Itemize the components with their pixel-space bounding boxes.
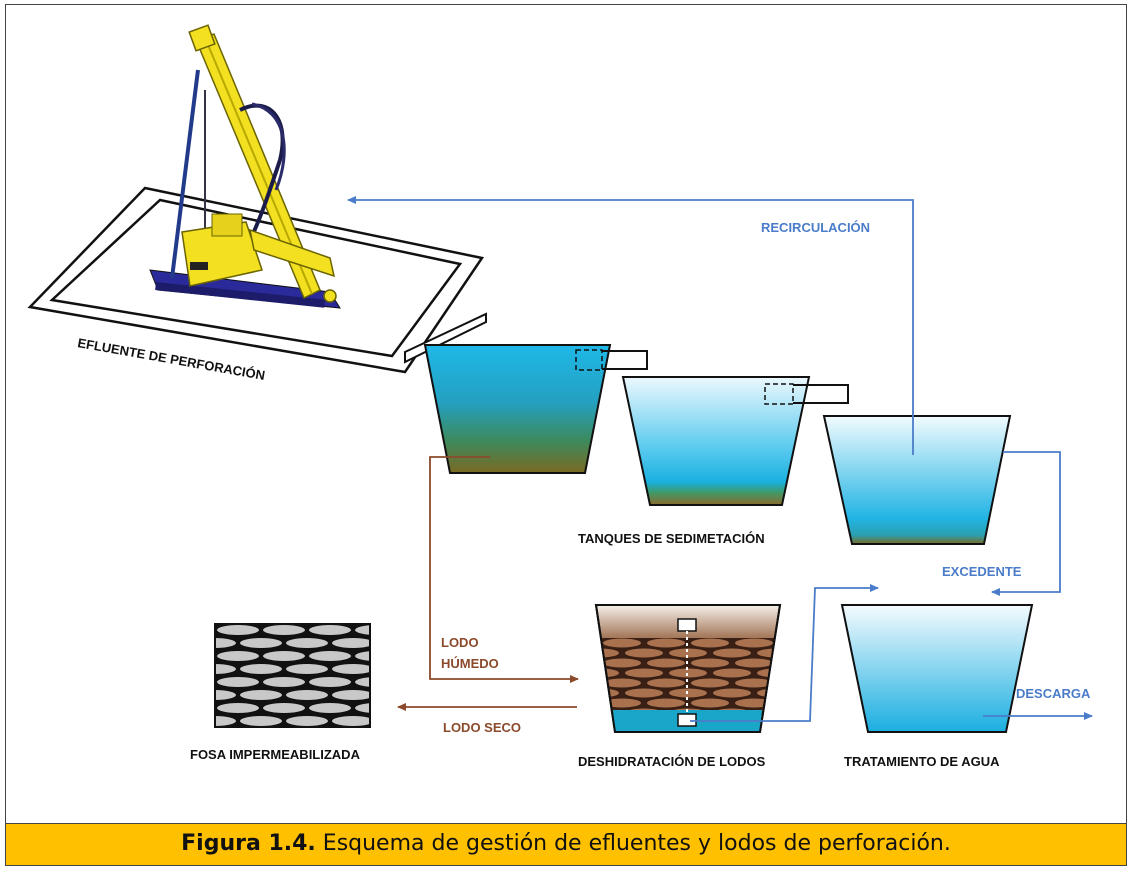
drain-water-flow-arrow: [690, 584, 879, 722]
caption-figure-number: Figura 1.4.: [181, 831, 316, 856]
sludge-dewatering-bed: [594, 604, 782, 733]
flow-lines: [347, 196, 1093, 722]
excess-flow-arrow: [991, 451, 1061, 596]
label-lodo-seco: LODO SECO: [443, 720, 521, 735]
label-recirculacion: RECIRCULACIÓN: [761, 220, 870, 235]
label-lodo-humedo-line2: HÚMEDO: [441, 656, 499, 671]
figure-caption: Figura 1.4. Esquema de gestión de efluen…: [6, 823, 1126, 865]
wet-sludge-flow-arrow: [429, 456, 579, 683]
drilling-rig-icon: [149, 24, 341, 309]
label-deshidratacion-de-lodos: DESHIDRATACIÓN DE LODOS: [578, 754, 766, 769]
sedimentation-tank-3: [822, 415, 1012, 545]
caption-text: Esquema de gestión de efluentes y lodos …: [315, 831, 951, 856]
sedimentation-tank-1: [423, 344, 648, 474]
label-descarga: DESCARGA: [1016, 686, 1091, 701]
label-lodo-humedo-line1: LODO: [441, 635, 479, 650]
lined-pit: [214, 623, 371, 728]
sedimentation-tank-2: [621, 376, 849, 506]
label-tanques-de-sedimetacion: TANQUES DE SEDIMETACIÓN: [578, 531, 765, 546]
label-excedente: EXCEDENTE: [942, 564, 1022, 579]
recirculation-flow-arrow: [347, 196, 914, 455]
water-treatment-tank: [840, 604, 1034, 733]
label-fosa-impermeabilizada: FOSA IMPERMEABILIZADA: [190, 747, 361, 762]
label-tratamiento-de-agua: TRATAMIENTO DE AGUA: [844, 754, 1000, 769]
